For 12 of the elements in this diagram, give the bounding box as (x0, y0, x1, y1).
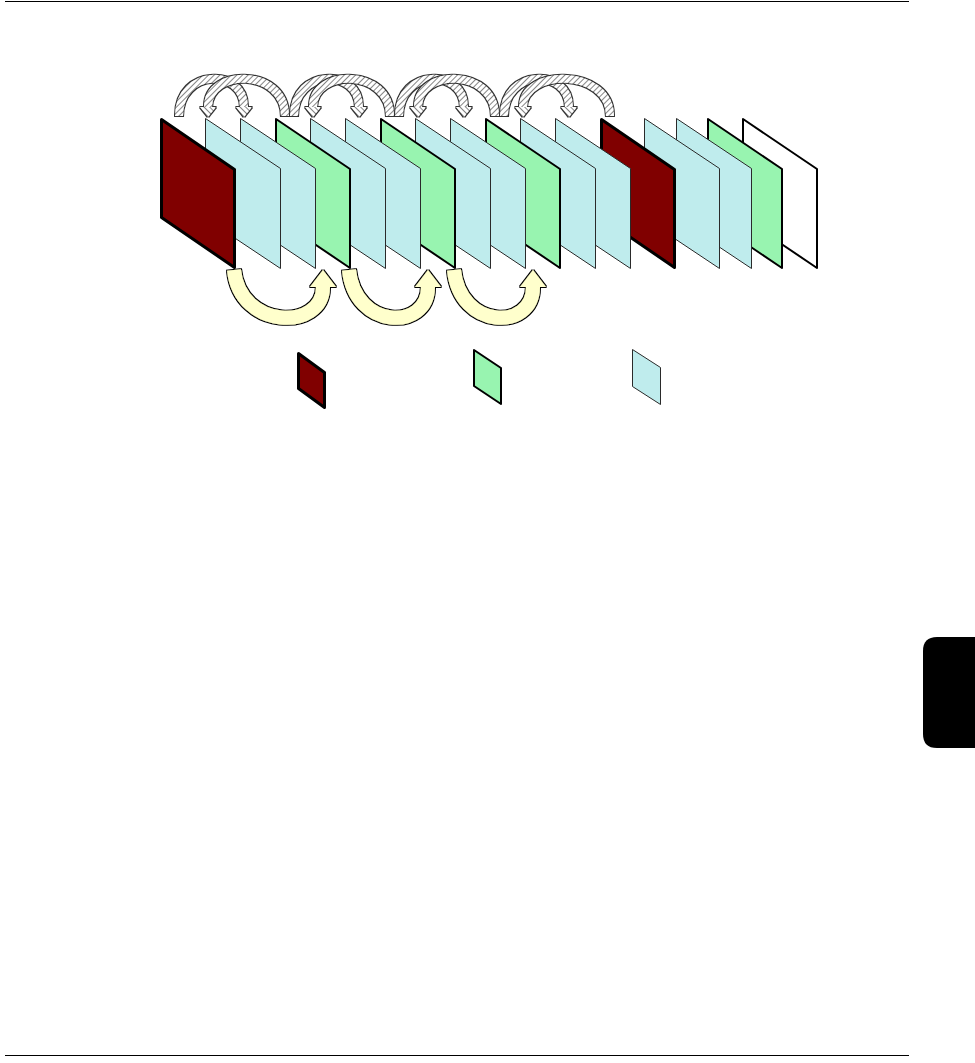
swatch-icon (297, 352, 326, 409)
section-tab (923, 637, 975, 748)
curved-block-arrow (395, 74, 472, 117)
curved-block-arrow (305, 74, 394, 117)
curved-block-arrow (500, 74, 577, 117)
swatch-icon (632, 349, 661, 405)
frame-panel (160, 118, 236, 269)
curved-block-arrow (410, 74, 499, 117)
swatch-icon (473, 349, 502, 405)
frame-panel (742, 118, 818, 269)
curved-block-arrow (200, 74, 289, 117)
curved-block-arrow (290, 74, 367, 117)
